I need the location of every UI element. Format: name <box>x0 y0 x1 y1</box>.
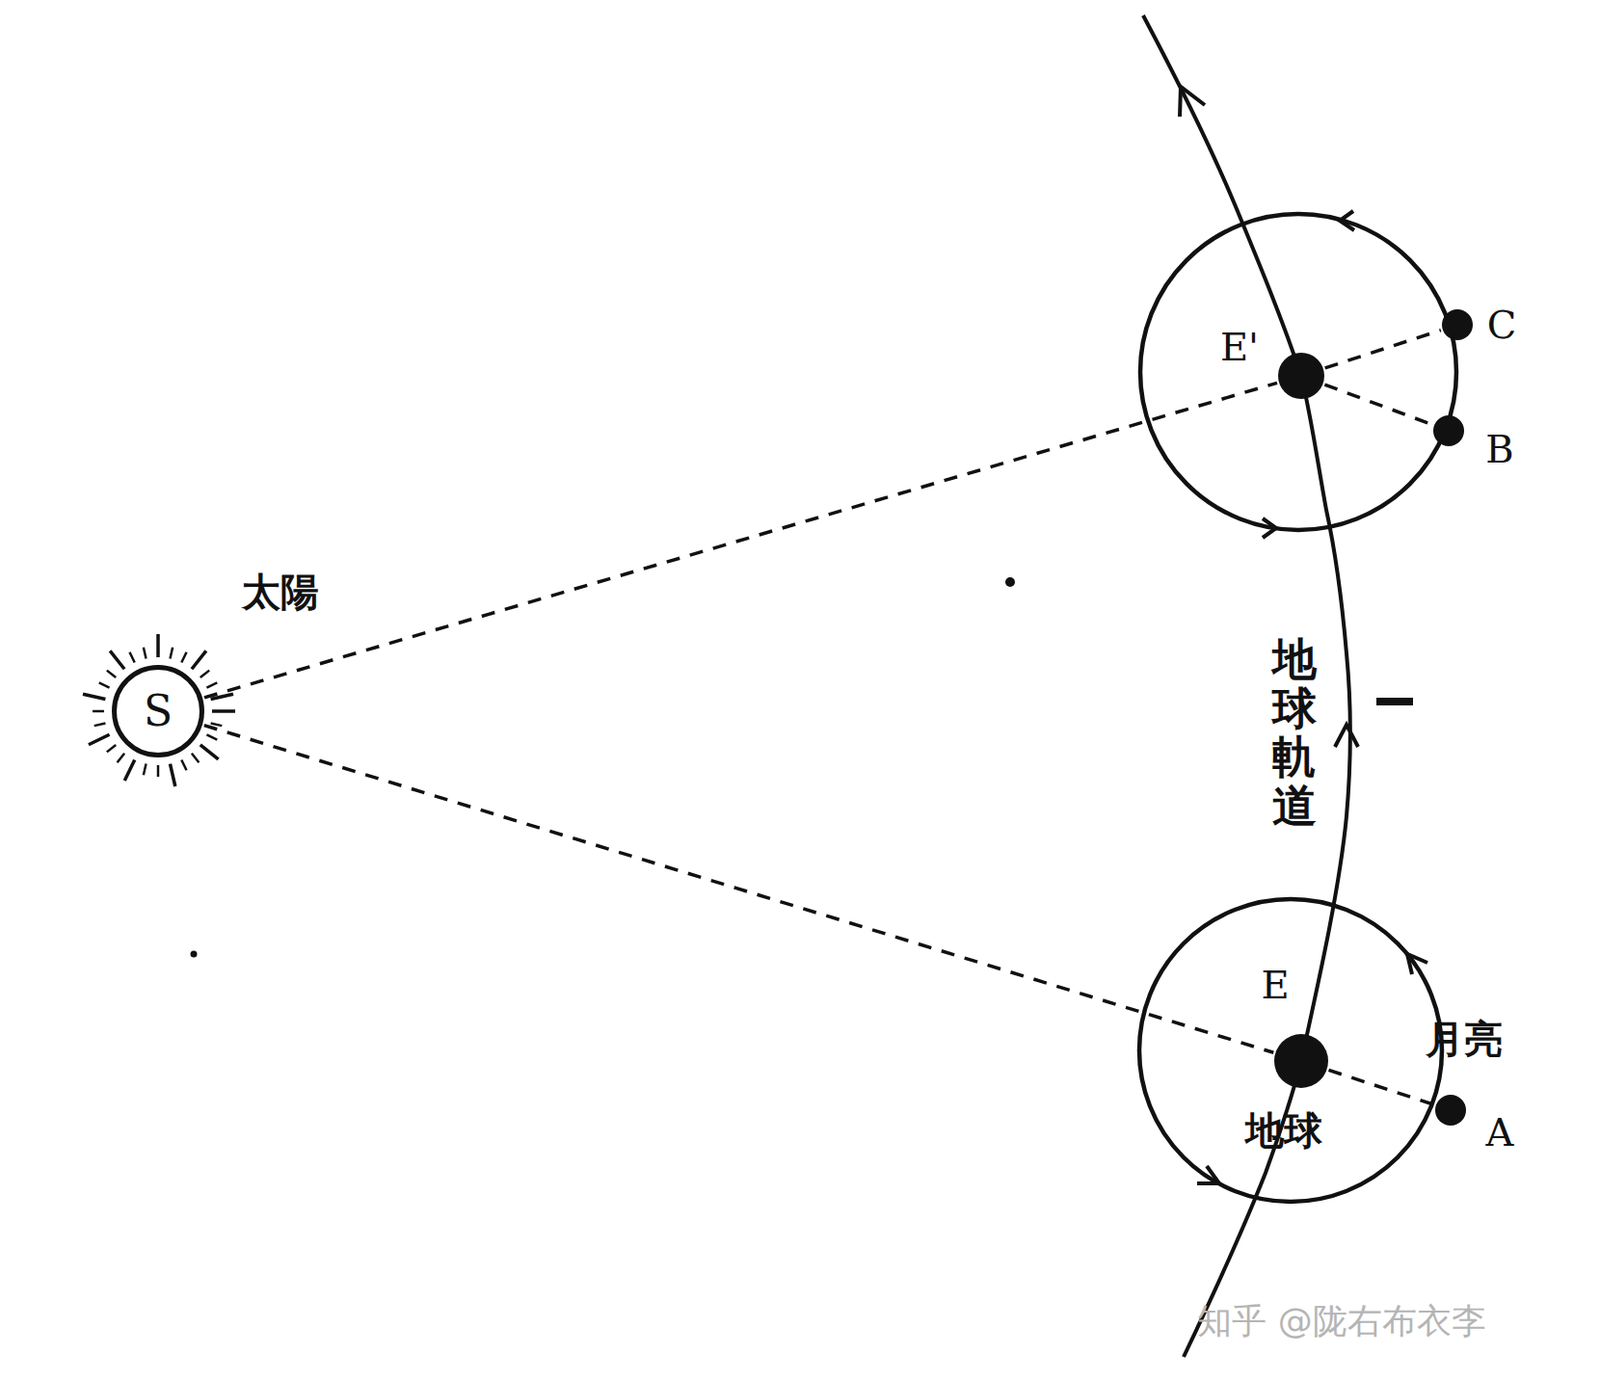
sun-ray <box>106 670 116 678</box>
sun-ray <box>181 759 187 771</box>
sun-ray <box>169 764 175 787</box>
sun-ray <box>106 745 116 752</box>
moon-dot <box>1433 415 1465 447</box>
sight-line <box>1324 384 1433 426</box>
moon-dot: B <box>1433 415 1465 447</box>
sun-ray <box>129 652 134 664</box>
sight-line <box>204 725 1275 1054</box>
sun-ray <box>169 647 173 660</box>
sun-ray <box>206 682 217 688</box>
orbit-label: 地球軌道 <box>1272 635 1317 830</box>
sun-ray <box>82 693 106 699</box>
sun-ray <box>191 650 207 669</box>
speck <box>1005 577 1015 587</box>
sun-ray <box>109 650 125 669</box>
sun-ray <box>200 670 210 678</box>
sun-circle <box>114 667 203 756</box>
node-label: B <box>1485 429 1514 469</box>
sun-ray <box>124 759 134 781</box>
node-caption: 太陽 <box>241 572 320 612</box>
moon-label: 月亮 <box>1425 1019 1503 1059</box>
watermark: 知乎 @陇右布衣李 <box>1197 1304 1486 1339</box>
sun-ray <box>99 682 110 688</box>
earth-dot: E' <box>1278 352 1325 400</box>
moon-dot <box>1435 1094 1467 1126</box>
moon-dot: A <box>1435 1094 1467 1126</box>
moon-dot: C <box>1441 309 1473 341</box>
orbit-arrow <box>1407 954 1428 975</box>
sight-line <box>1328 1069 1434 1105</box>
orbit-arrow <box>1334 724 1359 747</box>
node-outline <box>1274 1034 1329 1089</box>
node-label: A <box>1486 1113 1515 1152</box>
node-label: E <box>1260 965 1289 1005</box>
node-outline <box>1441 309 1473 341</box>
node-caption: 地球 <box>1245 1111 1323 1150</box>
sight-line <box>1325 330 1441 369</box>
sun-ray <box>143 764 147 776</box>
sun-ray <box>94 722 107 726</box>
speck <box>190 951 198 959</box>
moon-dot <box>1441 309 1473 341</box>
node-label: E' <box>1220 327 1259 367</box>
earth-dot: E地球 <box>1274 1034 1329 1089</box>
sun-circle: S太陽 <box>111 665 205 758</box>
sun-ray <box>212 709 236 714</box>
speck <box>1376 697 1414 706</box>
earth-dot <box>1274 1034 1329 1089</box>
node-outline <box>1433 415 1465 447</box>
node-outline <box>1435 1094 1467 1126</box>
sight-line <box>204 382 1278 698</box>
sun-ray <box>211 722 223 726</box>
sun-ray <box>92 710 105 714</box>
orbit-arrow <box>1197 1166 1220 1184</box>
earth-dot <box>1278 352 1325 400</box>
sun-ray <box>157 765 160 777</box>
sun-ray <box>206 734 217 740</box>
sun-ray <box>88 734 110 745</box>
node-outline <box>1278 352 1325 400</box>
sun-ray <box>156 634 160 658</box>
node-label: S <box>143 690 173 733</box>
node-label: C <box>1487 305 1518 345</box>
sun-rays <box>82 634 236 787</box>
moon-orbit <box>1140 213 1457 531</box>
orbit-arrow <box>1339 211 1355 231</box>
sun-ray <box>191 753 199 763</box>
sun-ray <box>143 647 147 660</box>
sun-ray <box>117 753 125 763</box>
orbit-arrow <box>1179 86 1205 117</box>
sun-ray <box>200 745 219 760</box>
orbit-arrow <box>1262 518 1277 538</box>
moon-orbit <box>1139 899 1442 1202</box>
sun-ray <box>181 652 187 664</box>
